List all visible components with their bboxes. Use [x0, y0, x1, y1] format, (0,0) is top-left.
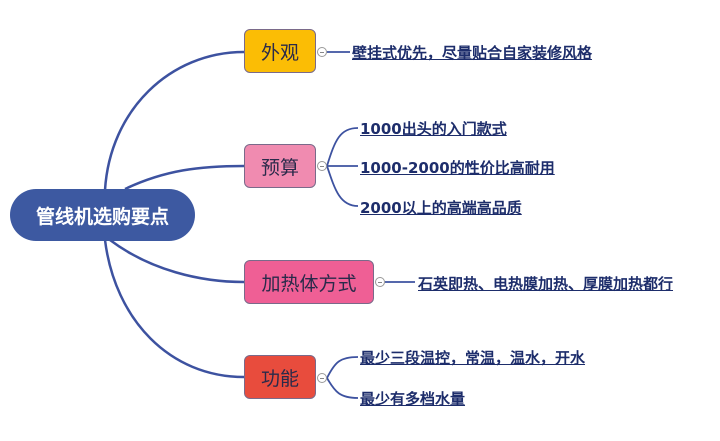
leaf-appearance-1[interactable]: 壁挂式优先，尽量贴合自家装修风格 [352, 44, 593, 62]
leaf-budget-1[interactable]: 1000出头的入门款式 [360, 120, 507, 138]
connector-root-heating [109, 238, 245, 284]
collapse-toggle-heating[interactable] [375, 277, 385, 287]
leaf-function-1[interactable]: 最少三段温控，常温，温水，开水 [360, 349, 586, 367]
connector-root-budget [124, 164, 245, 191]
collapse-toggle-appearance[interactable] [317, 47, 327, 57]
branch-budget[interactable]: 预算 [244, 144, 316, 188]
leaf-heating-1[interactable]: 石英即热、电热膜加热、厚膜加热都行 [418, 275, 674, 293]
collapse-toggle-function[interactable] [317, 373, 327, 383]
connector-root-appearance [103, 50, 245, 191]
root-topic[interactable]: 管线机选购要点 [10, 189, 195, 241]
branch-function[interactable]: 功能 [244, 355, 316, 399]
branch-appearance[interactable]: 外观 [244, 29, 316, 73]
leaf-budget-2[interactable]: 1000-2000的性价比高耐用 [360, 159, 555, 177]
collapse-toggle-budget[interactable] [317, 161, 327, 171]
leaf-function-2[interactable]: 最少有多档水量 [360, 390, 466, 408]
branch-heating[interactable]: 加热体方式 [244, 260, 374, 304]
leaf-budget-3[interactable]: 2000以上的高端高品质 [360, 199, 522, 217]
connector-root-function [103, 239, 245, 379]
